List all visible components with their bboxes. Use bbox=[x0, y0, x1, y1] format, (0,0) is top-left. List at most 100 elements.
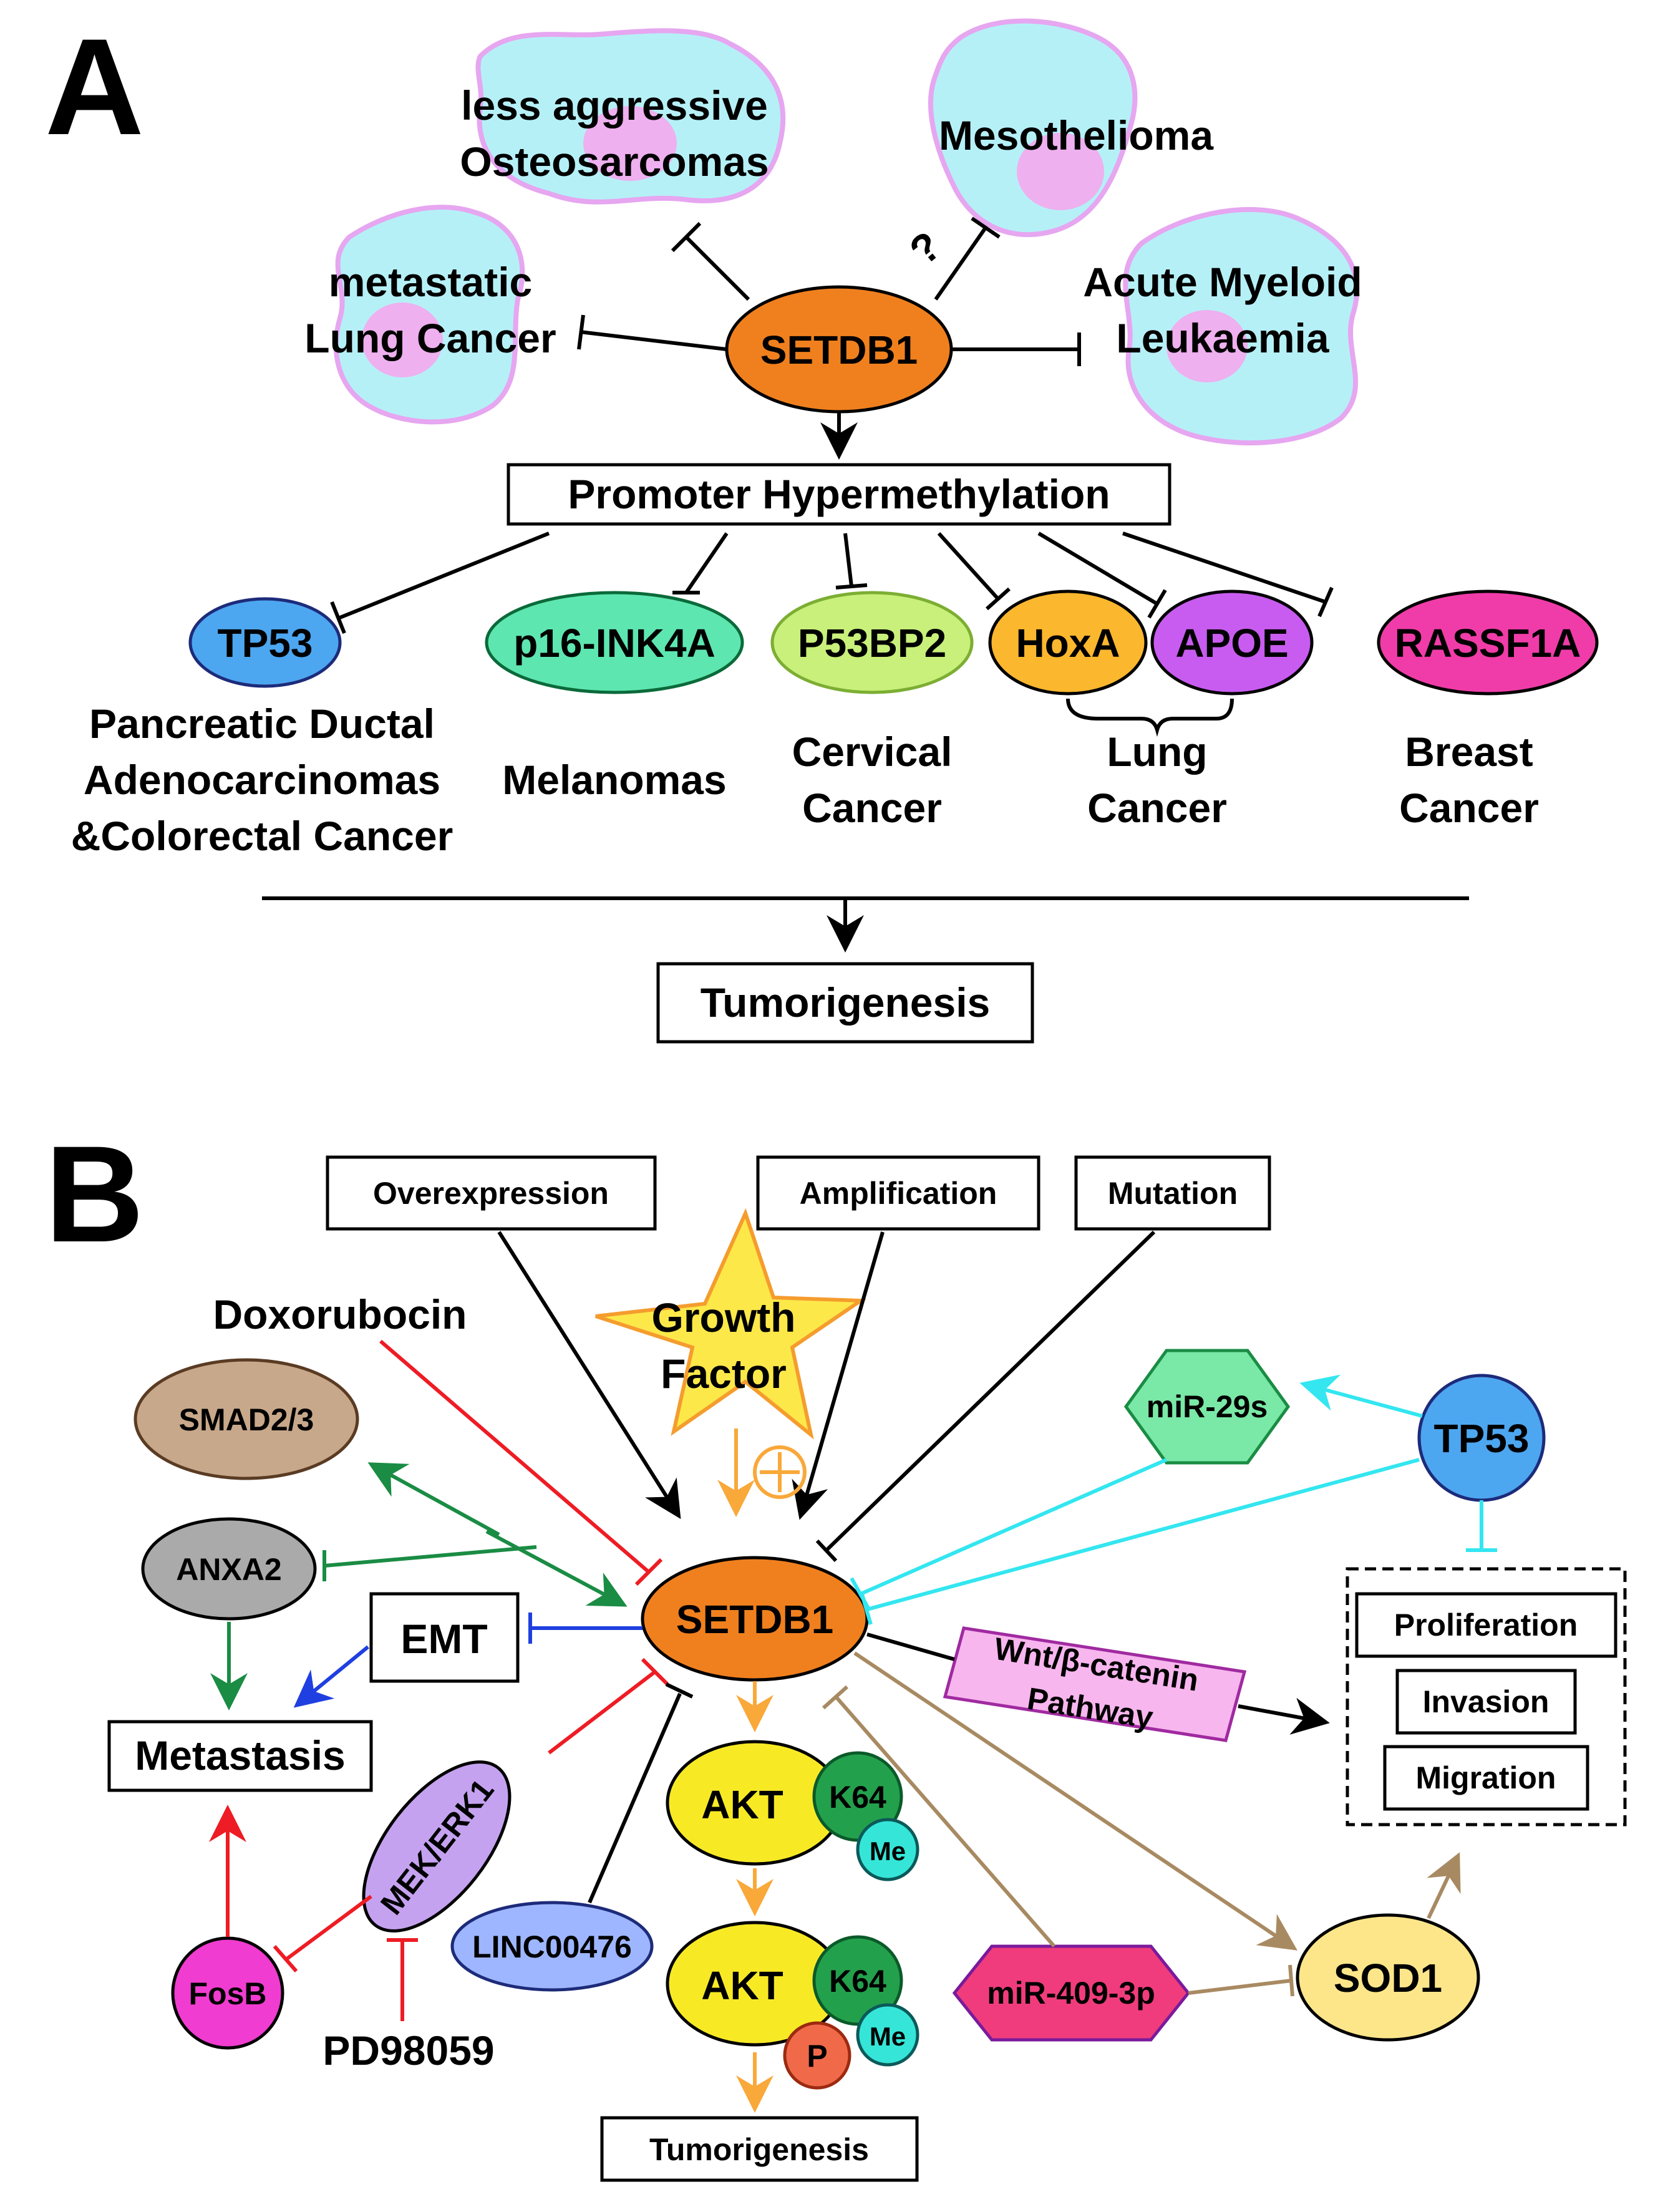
promoter-box: Promoter Hypermethylation bbox=[507, 463, 1171, 526]
overexpression-box: Overexpression bbox=[326, 1155, 657, 1231]
sod1-edges bbox=[822, 1651, 1461, 1997]
linc-node: LINC00476 bbox=[450, 1901, 654, 1992]
pd98059-label: PD98059 bbox=[323, 2027, 494, 2074]
svg-text:P: P bbox=[807, 2039, 827, 2074]
osteosarcoma-label-2: Osteosarcomas bbox=[460, 138, 769, 185]
input-edges bbox=[379, 1230, 1156, 1586]
svg-text:EMT: EMT bbox=[400, 1616, 487, 1662]
svg-text:LINC00476: LINC00476 bbox=[472, 1929, 632, 1964]
mir29-node: miR-29s bbox=[1123, 1349, 1291, 1465]
svg-text:Invasion: Invasion bbox=[1423, 1684, 1549, 1719]
cell-osteosarcoma bbox=[475, 28, 786, 205]
svg-text:RASSF1A: RASSF1A bbox=[1395, 621, 1581, 666]
svg-text:SETDB1: SETDB1 bbox=[676, 1597, 834, 1642]
svg-text:APOE: APOE bbox=[1175, 621, 1288, 666]
svg-text:HoxA: HoxA bbox=[1016, 621, 1120, 666]
svg-text:Tumorigenesis: Tumorigenesis bbox=[701, 979, 991, 1026]
k64-node-2: K64 bbox=[812, 1935, 903, 2026]
breast-label-2: Cancer bbox=[1399, 785, 1539, 831]
svg-text:K64: K64 bbox=[829, 1964, 886, 1999]
me-node-1: Me bbox=[856, 1818, 919, 1881]
mir409-node: miR-409-3p bbox=[952, 1944, 1191, 2042]
cell-mesothelioma bbox=[928, 18, 1138, 238]
p53bp2-node: P53BP2 bbox=[770, 591, 974, 694]
invasion-box: Invasion bbox=[1395, 1669, 1577, 1735]
p16-node: p16-INK4A bbox=[485, 591, 744, 694]
emt-box: EMT bbox=[369, 1592, 520, 1683]
rassf1a-node: RASSF1A bbox=[1377, 589, 1599, 696]
setdb1-node-b: SETDB1 bbox=[641, 1556, 869, 1682]
proliferation-box: Proliferation bbox=[1355, 1592, 1617, 1658]
akt-node-1: AKT bbox=[666, 1740, 844, 1866]
pdac-label-1: Pancreatic Ductal bbox=[89, 701, 435, 747]
svg-text:Promoter Hypermethylation: Promoter Hypermethylation bbox=[568, 471, 1110, 517]
question-mark: ? bbox=[901, 222, 949, 274]
sod1-node: SOD1 bbox=[1296, 1913, 1480, 2042]
growth-factor-star: Growth Factor bbox=[595, 1208, 867, 1440]
promoter-edges bbox=[330, 531, 1334, 634]
breast-label-1: Breast bbox=[1405, 729, 1533, 775]
mutation-box: Mutation bbox=[1074, 1155, 1271, 1231]
svg-text:SETDB1: SETDB1 bbox=[760, 327, 918, 372]
svg-text:Migration: Migration bbox=[1416, 1760, 1556, 1795]
svg-text:AKT: AKT bbox=[701, 1963, 783, 2008]
cell-aml bbox=[1123, 206, 1360, 445]
svg-text:AKT: AKT bbox=[701, 1782, 783, 1827]
panel-a-bottom-edges bbox=[262, 896, 1469, 953]
panel-a-edges bbox=[577, 216, 1081, 460]
pdac-label-3: &Colorectal Cancer bbox=[71, 813, 453, 859]
svg-text:SMAD2/3: SMAD2/3 bbox=[179, 1402, 314, 1437]
setdb1-node-a: SETDB1 bbox=[725, 285, 953, 414]
svg-text:miR-409-3p: miR-409-3p bbox=[987, 1976, 1155, 2011]
svg-text:p16-INK4A: p16-INK4A bbox=[513, 621, 715, 666]
svg-text:TP53: TP53 bbox=[1434, 1416, 1530, 1461]
svg-text:Proliferation: Proliferation bbox=[1394, 1608, 1578, 1642]
osteosarcoma-label-1: less aggressive bbox=[461, 82, 768, 129]
lung-label-1: Lung bbox=[1107, 729, 1207, 775]
phospho-node: P bbox=[783, 2021, 851, 2090]
svg-text:ANXA2: ANXA2 bbox=[176, 1552, 281, 1587]
migration-box: Migration bbox=[1383, 1745, 1589, 1811]
svg-text:Me: Me bbox=[870, 2022, 906, 2051]
aml-label-1: Acute Myeloid bbox=[1083, 259, 1362, 305]
svg-text:FosB: FosB bbox=[189, 1976, 267, 2011]
panel-b-label: B bbox=[45, 1117, 144, 1271]
melanomas-label: Melanomas bbox=[502, 757, 726, 803]
panel-a-label: A bbox=[45, 10, 144, 163]
hoxa-node: HoxA bbox=[988, 589, 1148, 696]
cervical-label-1: Cervical bbox=[792, 729, 953, 775]
cell-lung-cancer bbox=[333, 205, 525, 425]
tumorigenesis-box-a: Tumorigenesis bbox=[656, 962, 1034, 1044]
tumorigenesis-box-b: Tumorigenesis bbox=[600, 2116, 919, 2182]
tp53-node-b: TP53 bbox=[1417, 1374, 1546, 1502]
lung-cancer-label-2: Lung Cancer bbox=[304, 315, 556, 361]
svg-text:SOD1: SOD1 bbox=[1334, 1956, 1442, 2001]
smad-node: SMAD2/3 bbox=[133, 1358, 359, 1480]
doxorubocin-label: Doxorubocin bbox=[213, 1291, 467, 1337]
svg-text:Growth: Growth bbox=[652, 1294, 796, 1341]
outcome-group bbox=[1346, 1567, 1627, 1826]
akt-node-2: AKT bbox=[666, 1921, 844, 2047]
lung-brace bbox=[1066, 698, 1234, 737]
svg-text:Me: Me bbox=[870, 1836, 906, 1866]
pdac-label-2: Adenocarcinomas bbox=[84, 757, 440, 803]
svg-text:Factor: Factor bbox=[661, 1351, 787, 1397]
mesothelioma-label: Mesothelioma bbox=[939, 112, 1214, 158]
svg-text:Overexpression: Overexpression bbox=[373, 1176, 609, 1211]
svg-text:Tumorigenesis: Tumorigenesis bbox=[649, 2132, 869, 2167]
k64-node-1: K64 bbox=[812, 1751, 903, 1842]
aml-label-2: Leukaemia bbox=[1116, 315, 1329, 361]
me-node-2: Me bbox=[856, 2003, 919, 2067]
svg-text:Mutation: Mutation bbox=[1108, 1176, 1238, 1211]
left-edges bbox=[210, 1462, 643, 1710]
svg-text:TP53: TP53 bbox=[218, 621, 313, 666]
svg-text:Metastasis: Metastasis bbox=[135, 1732, 346, 1778]
wnt-box: Wnt/β-catenin Pathway bbox=[943, 1626, 1247, 1742]
svg-text:K64: K64 bbox=[829, 1780, 886, 1815]
tp53-edges bbox=[850, 1374, 1497, 1625]
growth-plus-symbol bbox=[753, 1445, 807, 1499]
svg-text:miR-29s: miR-29s bbox=[1147, 1389, 1268, 1424]
lung-label-2: Cancer bbox=[1087, 785, 1227, 831]
anxa2-node: ANXA2 bbox=[141, 1517, 317, 1621]
